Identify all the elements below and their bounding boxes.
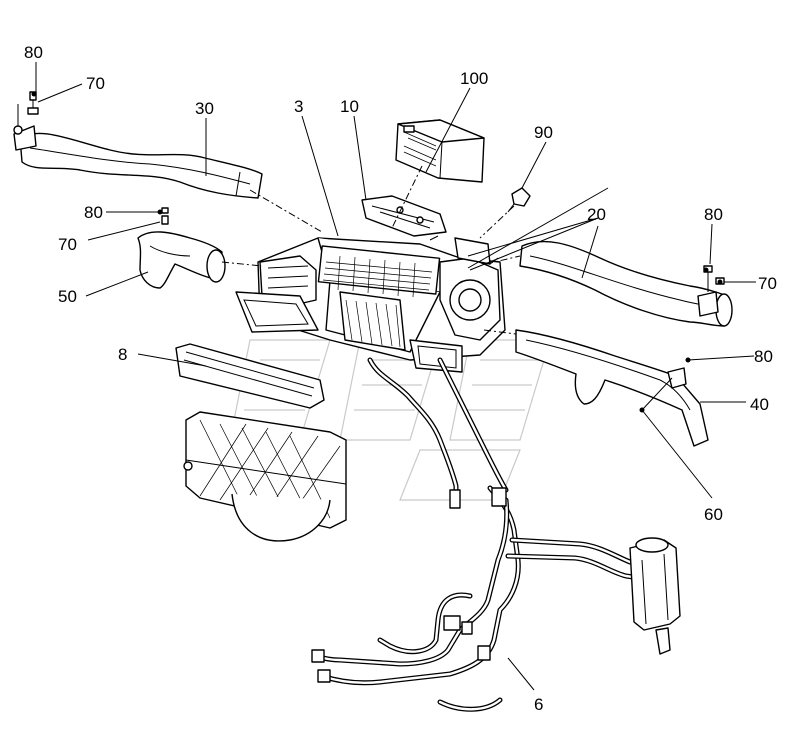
callout-70-top-left: 70 [86,74,105,93]
callout-90: 90 [534,123,553,142]
callout-40: 40 [750,395,769,414]
part-50-elbow-duct [137,207,226,289]
callout-80-right: 80 [704,205,723,224]
part-8-blower-frame [175,343,347,542]
callout-80-left: 80 [84,203,103,222]
part-20-right-air-duct [519,240,733,327]
callout-6: 6 [534,695,543,714]
part-6-refrigerant-lines [311,357,681,712]
callout-labels: 80 70 30 3 10 100 90 20 80 70 50 80 70 8… [24,43,777,714]
callout-3: 3 [294,97,303,116]
callout-60: 60 [704,505,723,524]
callout-70-left: 70 [58,235,77,254]
callout-80-lower-right: 80 [754,347,773,366]
callout-70-right: 70 [758,274,777,293]
leader-lines [35,62,756,691]
callout-80-top-left: 80 [24,43,43,62]
part-90-sensor [507,187,531,213]
callout-20: 20 [587,205,606,224]
callout-8: 8 [118,345,127,364]
callout-30: 30 [195,99,214,118]
callout-50: 50 [58,287,77,306]
part-30-left-air-duct [13,125,263,199]
part-100-control-unit [395,119,485,183]
callout-100: 100 [460,69,488,88]
part-40-lower-right-duct [515,329,709,447]
part-3-hvac-housing [235,235,506,373]
callout-10: 10 [340,97,359,116]
part-10-filter-cover [361,195,447,237]
fastener-dots [31,91,723,413]
